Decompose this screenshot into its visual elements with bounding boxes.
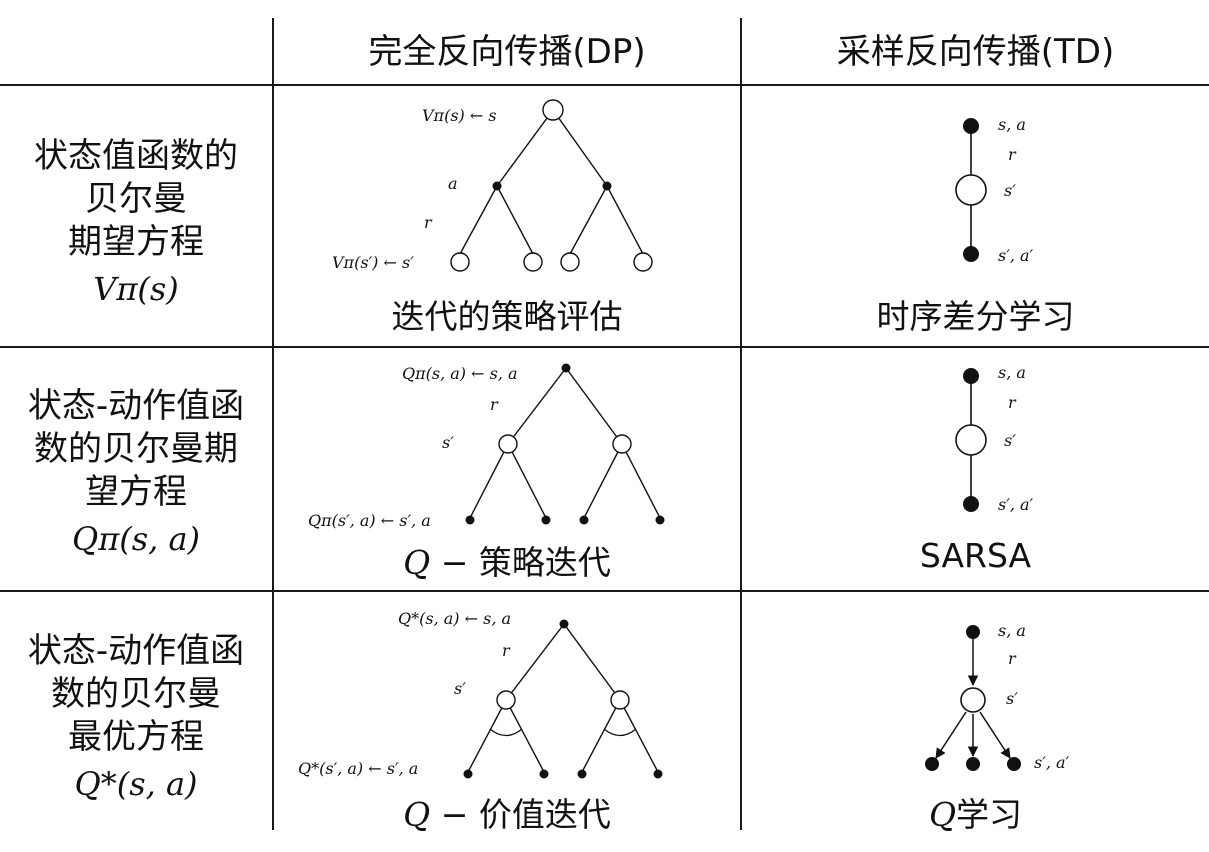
row2-dp-caption-text: − 策略迭代 <box>430 543 611 582</box>
row1-label-line1: 状态值函数的 <box>34 136 238 176</box>
row3-dp-leaf-label: Q*(s′, a) ← s′, a <box>298 759 418 778</box>
row2-dp-state-label: s′ <box>442 433 454 452</box>
row1-td-next-state-action-node <box>963 246 979 262</box>
row3-label-line1: 状态-动作值函 <box>27 631 245 671</box>
row3-dp-backup-tree: Q*(s, a) ← s, a r s′ Q*(s′, a) ← s′, a <box>298 609 663 779</box>
row2-label-math: Qπ(s, a) <box>71 520 201 558</box>
row1-dp-action-node <box>602 181 612 191</box>
row3-td-caption-text: 学习 <box>956 795 1023 834</box>
row1-td-reward-label: r <box>1008 145 1017 164</box>
row1-td-state-action-node <box>963 118 979 134</box>
row2-td-top-label: s, a <box>998 363 1026 382</box>
row3-dp-state-label: s′ <box>454 679 466 698</box>
row3-dp-root-action-node <box>559 619 569 629</box>
row3-td-top-label: s, a <box>998 621 1026 640</box>
row2-dp-root-label: Qπ(s, a) ← s, a <box>402 364 518 383</box>
row1-dp-action-node <box>492 181 502 191</box>
row3-td-next-action-node <box>1007 757 1021 771</box>
row2-label: 状态-动作值函 数的贝尔曼期 望方程 Qπ(s, a) <box>0 385 272 561</box>
row3-dp-leaf-action-node <box>577 769 587 779</box>
row3-dp-max-arc <box>603 728 637 737</box>
row2-dp-leaf-action-node <box>465 515 475 525</box>
row1-td-state-node <box>955 174 987 206</box>
row2-dp-state-node <box>498 434 518 454</box>
row3-label-math: Q*(s, a) <box>74 765 198 803</box>
row1-dp-leaf-label: Vπ(s′) ← s′ <box>332 253 414 272</box>
row1-dp-backup-tree: Vπ(s) ← s a r Vπ(s′) ← s′ <box>332 99 653 272</box>
row1-label-math: Vπ(s) <box>93 270 179 308</box>
row1-dp-leaf-state <box>633 252 653 272</box>
row3-dp-caption: Q − 价值迭代 <box>274 788 740 836</box>
row3-td-next-action-node <box>966 757 980 771</box>
row3-dp-root-label: Q*(s, a) ← s, a <box>398 609 511 628</box>
row3-dp-state-node <box>496 690 516 710</box>
grid-line-horizontal-3 <box>0 590 1209 592</box>
row2-label-line3: 望方程 <box>85 472 187 512</box>
row1-label-line3: 期望方程 <box>68 222 204 262</box>
row3-td-next-action-node <box>925 757 939 771</box>
grid-line-vertical-2 <box>740 18 742 830</box>
row3-dp-max-arc <box>489 728 523 737</box>
row1-dp-root-state <box>542 99 564 121</box>
row3-td-mid-label: s′ <box>1006 689 1018 708</box>
row2-td-state-action-node <box>963 368 979 384</box>
row1-dp-caption: 迭代的策略评估 <box>391 297 623 336</box>
row2-td-reward-label: r <box>1008 393 1017 412</box>
row3-label-line3: 最优方程 <box>68 717 204 757</box>
row2-dp-leaf-action-node <box>541 515 551 525</box>
row3-dp-reward-label: r <box>502 641 511 660</box>
row2-label-line1: 状态-动作值函 <box>27 386 245 426</box>
row1-dp-reward-label: r <box>424 213 433 232</box>
row2-dp-caption: Q − 策略迭代 <box>274 536 740 584</box>
row2-dp-caption-math: Q <box>403 543 431 582</box>
row2-td-next-state-action-node <box>963 496 979 512</box>
row3-dp-state-node <box>610 690 630 710</box>
row1-td-bottom-label: s′, a′ <box>998 246 1034 265</box>
row2-td-mid-label: s′ <box>1004 431 1016 450</box>
row1-td-caption: 时序差分学习 <box>876 297 1075 336</box>
grid-line-horizontal-1 <box>0 84 1209 86</box>
row2-td-caption: SARSA <box>919 536 1032 575</box>
row1-td-top-label: s, a <box>998 115 1026 134</box>
row2-dp-leaf-label: Qπ(s′, a) ← s′, a <box>308 511 431 530</box>
row2-td-state-node <box>955 424 987 456</box>
row3-td-caption: Q学习 <box>742 788 1209 836</box>
row3-td-q-learning-backup: s, a r s′ s′, a′ <box>925 621 1070 772</box>
row3-dp-caption-text: − 价值迭代 <box>430 795 611 834</box>
row3-dp-caption-math: Q <box>403 795 431 834</box>
row3-dp-leaf-action-node <box>653 769 663 779</box>
row3-dp-leaf-action-node <box>539 769 549 779</box>
header-dp: 完全反向传播(DP) <box>368 31 646 72</box>
row3-dp-leaf-action-node <box>463 769 473 779</box>
row1-dp-leaf-state <box>523 252 543 272</box>
grid-line-vertical-1 <box>272 18 274 830</box>
row2-dp-backup-tree: Qπ(s, a) ← s, a r s′ Qπ(s′, a) ← s′, a <box>308 363 665 530</box>
row2-dp-root-action-node <box>561 363 571 373</box>
row2-td-backup-chain: s, a r s′ s′, a′ <box>955 363 1034 514</box>
row1-label: 状态值函数的 贝尔曼 期望方程 Vπ(s) <box>0 135 272 311</box>
row3-td-caption-math: Q <box>928 795 957 834</box>
row1-dp-action-label: a <box>448 174 458 193</box>
row1-dp-root-label: Vπ(s) ← s <box>422 106 497 125</box>
row2-label-line2: 数的贝尔曼期 <box>34 429 238 469</box>
row1-dp-leaf-state <box>560 252 580 272</box>
row1-td-backup-chain: s, a r s′ s′, a′ <box>955 115 1034 265</box>
row3-label-line2: 数的贝尔曼 <box>51 674 221 714</box>
row2-dp-state-node <box>612 434 632 454</box>
row2-td-bottom-label: s′, a′ <box>998 495 1034 514</box>
row3-td-reward-label: r <box>1008 649 1017 668</box>
row3-label: 状态-动作值函 数的贝尔曼 最优方程 Q*(s, a) <box>0 630 272 806</box>
row2-dp-reward-label: r <box>490 395 499 414</box>
row3-td-bottom-label: s′, a′ <box>1034 753 1070 772</box>
row1-td-mid-label: s′ <box>1004 181 1016 200</box>
row3-td-state-action-node <box>966 625 980 639</box>
header-td: 采样反向传播(TD) <box>836 31 1115 72</box>
row2-dp-leaf-action-node <box>579 515 589 525</box>
grid-line-horizontal-2 <box>0 346 1209 348</box>
row2-dp-leaf-action-node <box>655 515 665 525</box>
row1-label-line2: 贝尔曼 <box>85 179 187 219</box>
row3-td-state-node <box>960 687 986 713</box>
row1-dp-leaf-state <box>450 252 470 272</box>
